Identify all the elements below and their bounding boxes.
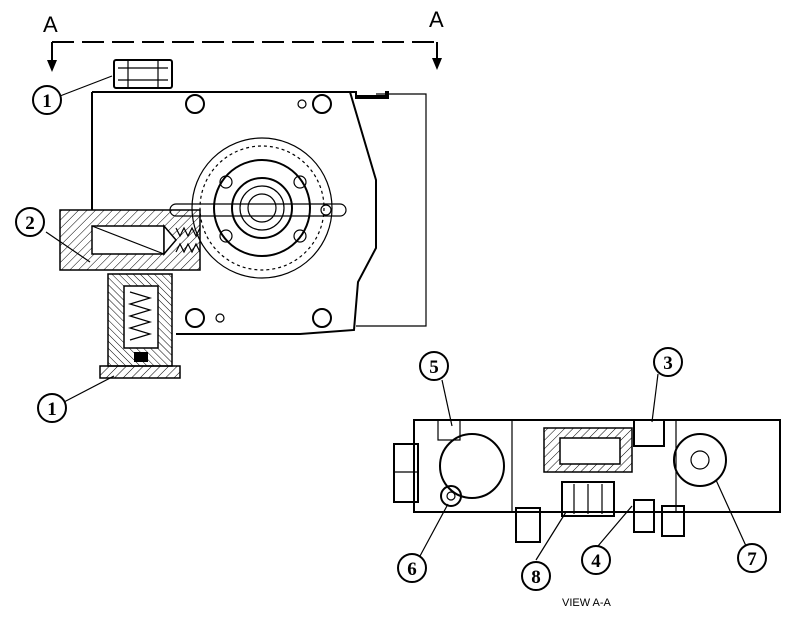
callout-1-bottom: 1 bbox=[37, 393, 67, 423]
callout-6: 6 bbox=[397, 553, 427, 583]
callout-3-label: 3 bbox=[663, 353, 673, 374]
section-view-a-a: VIEW A-A bbox=[393, 419, 781, 609]
callout-1-top-label: 1 bbox=[42, 91, 52, 112]
callout-1-bottom-label: 1 bbox=[47, 399, 57, 420]
callout-4-label: 4 bbox=[591, 551, 601, 572]
callout-8-label: 8 bbox=[531, 567, 541, 588]
callout-5-label: 5 bbox=[429, 357, 439, 378]
callout-2-label: 2 bbox=[25, 213, 35, 234]
callout-6-label: 6 bbox=[407, 559, 417, 580]
callout-1-top: 1 bbox=[32, 85, 62, 115]
pump-body-view bbox=[59, 59, 427, 379]
section-mark-right: A bbox=[429, 7, 444, 32]
section-mark-left: A bbox=[43, 12, 58, 37]
callout-2: 2 bbox=[15, 207, 45, 237]
section-line-a-a: A A bbox=[43, 7, 444, 72]
leader-lines bbox=[45, 75, 747, 561]
callout-5: 5 bbox=[419, 351, 449, 381]
callout-8: 8 bbox=[521, 561, 551, 591]
callout-7: 7 bbox=[737, 543, 767, 573]
view-caption: VIEW A-A bbox=[562, 597, 612, 609]
hex-plug-top bbox=[113, 59, 173, 89]
callout-4: 4 bbox=[581, 545, 611, 575]
callout-7-label: 7 bbox=[747, 549, 757, 570]
callout-3: 3 bbox=[653, 347, 683, 377]
